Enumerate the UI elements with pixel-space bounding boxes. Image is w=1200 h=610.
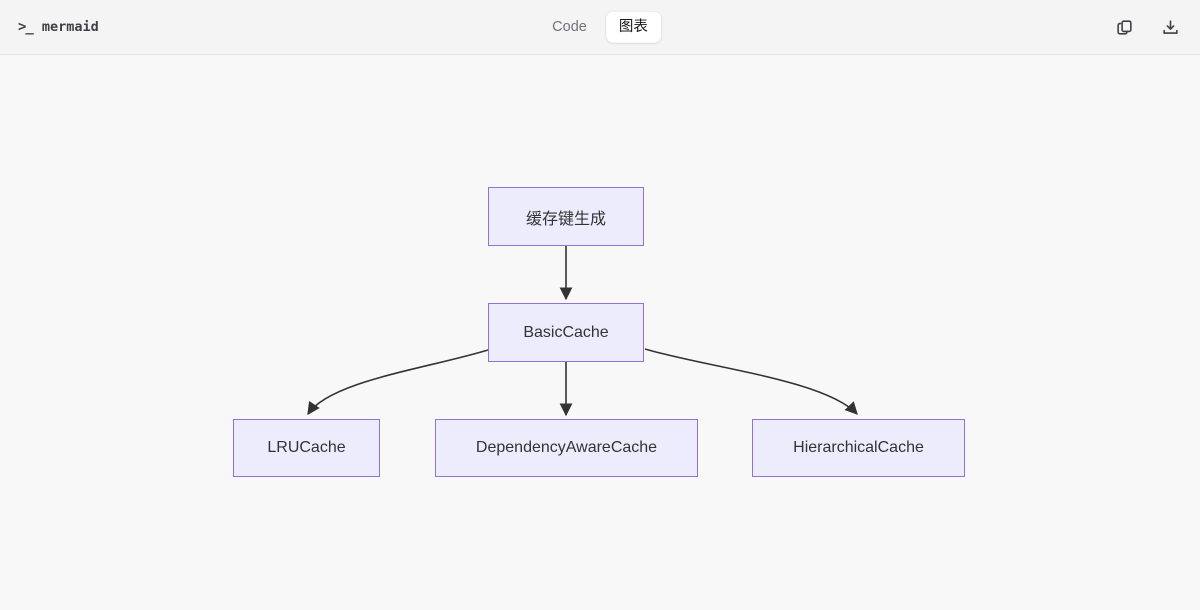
diagram-canvas[interactable]: 缓存键生成 BasicCache LRUCache DependencyAwar… bbox=[0, 55, 1200, 610]
node-dependency-aware-cache: DependencyAwareCache bbox=[435, 419, 698, 477]
logo-text: mermaid bbox=[41, 19, 99, 35]
node-basic-cache: BasicCache bbox=[488, 303, 644, 362]
node-label: BasicCache bbox=[523, 323, 609, 341]
download-icon bbox=[1162, 19, 1178, 34]
terminal-prompt-icon: >_ bbox=[18, 19, 34, 35]
tab-diagram[interactable]: 图表 bbox=[605, 11, 661, 43]
view-tab-group: Code 图表 bbox=[539, 11, 661, 43]
node-label: HierarchicalCache bbox=[793, 439, 924, 456]
edge-basic-hier bbox=[644, 348, 858, 415]
node-lru-cache: LRUCache bbox=[233, 419, 380, 477]
node-label: DependencyAwareCache bbox=[475, 439, 658, 456]
node-label: LRUCache bbox=[267, 439, 346, 456]
copy-button[interactable] bbox=[1114, 17, 1134, 37]
copy-icon bbox=[1116, 19, 1132, 35]
flowchart-edges bbox=[307, 246, 858, 417]
header-bar: >_ mermaid Code 图表 bbox=[0, 0, 1200, 55]
node-cache-key-generation: 缓存键生成 bbox=[488, 187, 644, 246]
tab-code[interactable]: Code bbox=[539, 12, 600, 43]
mermaid-logo: >_ mermaid bbox=[18, 19, 99, 35]
node-label: 缓存键生成 bbox=[525, 210, 606, 228]
header-actions bbox=[1114, 17, 1180, 37]
node-hierarchical-cache: HierarchicalCache bbox=[752, 419, 965, 477]
edge-basic-lru bbox=[307, 349, 489, 416]
download-button[interactable] bbox=[1160, 17, 1180, 37]
